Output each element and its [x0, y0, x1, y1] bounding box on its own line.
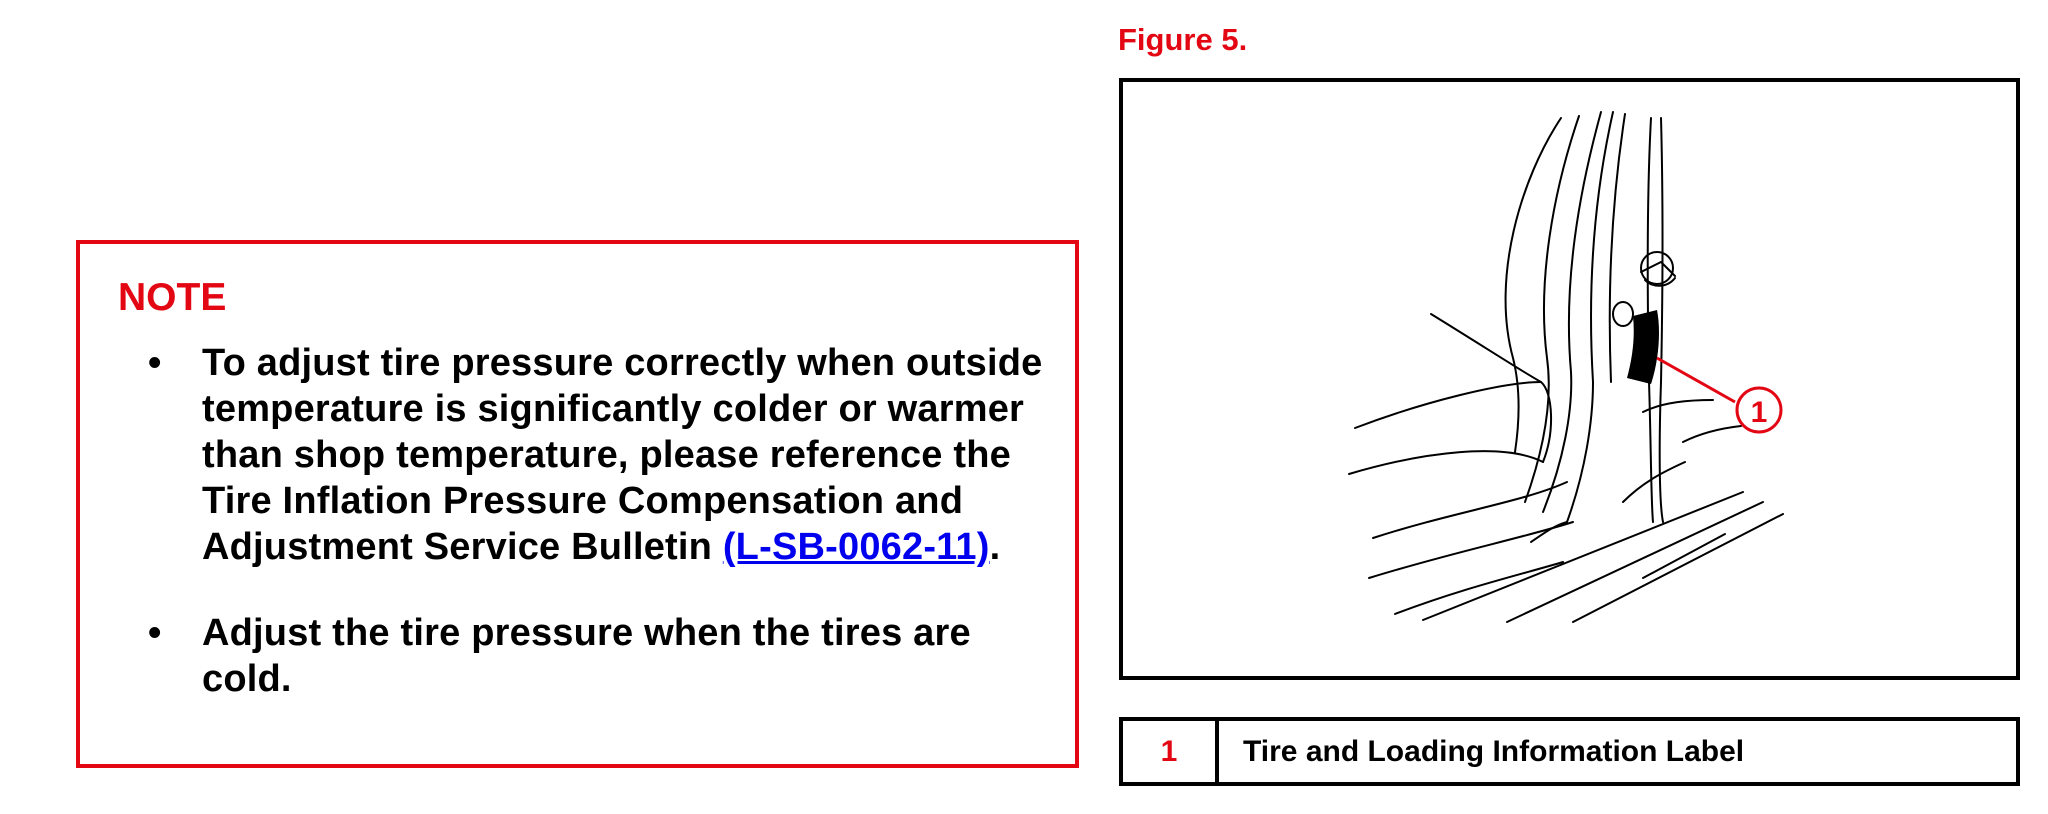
figure-title: Figure 5.: [1118, 22, 1248, 57]
bullet-icon: •: [148, 612, 162, 654]
bullet-icon: •: [148, 342, 162, 384]
note-item: • To adjust tire pressure correctly when…: [80, 340, 1075, 570]
note-item-text: Adjust the tire pressure when the tires …: [202, 612, 971, 700]
note-item: • Adjust the tire pressure when the tire…: [80, 610, 1075, 702]
figure-frame: 1: [1119, 78, 2020, 680]
service-bulletin-link[interactable]: (L-SB-0062-11): [722, 526, 990, 568]
figure-callout-number: 1: [1751, 396, 1768, 429]
note-item-text: To adjust tire pressure correctly when o…: [202, 342, 1043, 568]
note-item-suffix: .: [989, 526, 1001, 568]
legend-label: Tire and Loading Information Label: [1243, 734, 1745, 768]
door-pillar-illustration: 1: [1348, 111, 1784, 623]
note-box: NOTE • To adjust tire pressure correctly…: [76, 240, 1079, 768]
legend-number: 1: [1123, 721, 1219, 782]
legend-table: 1 Tire and Loading Information Label: [1119, 717, 2020, 786]
note-list: • To adjust tire pressure correctly when…: [80, 340, 1075, 702]
note-title: NOTE: [118, 276, 227, 319]
